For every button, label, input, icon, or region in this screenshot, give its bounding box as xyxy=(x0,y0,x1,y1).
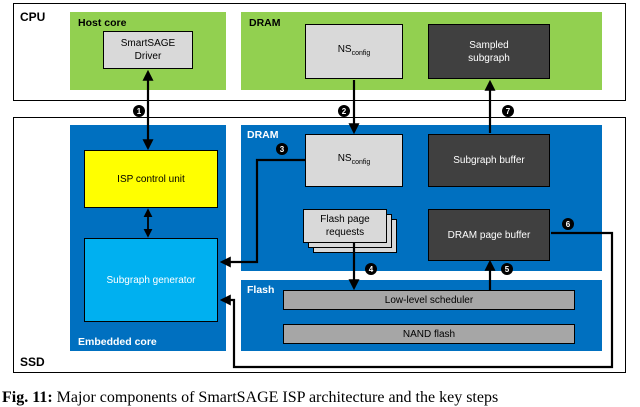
smartsage-driver-box: SmartSAGE Driver xyxy=(103,31,193,69)
driver-line1: SmartSAGE xyxy=(120,38,176,49)
flash-page-requests-box: Flash page requests xyxy=(303,209,387,243)
step-marker-7: 7 xyxy=(502,105,514,117)
ssd-dram-label: DRAM xyxy=(247,129,279,141)
arrow-step-3 xyxy=(219,158,305,268)
dram-page-buffer-box: DRAM page buffer xyxy=(428,209,550,261)
step-marker-6: 6 xyxy=(562,218,574,230)
subgraph-generator-box: Subgraph generator xyxy=(84,238,218,322)
host-core-label: Host core xyxy=(78,17,127,29)
ns-config-text: NSconfig xyxy=(337,44,371,57)
flash-label: Flash xyxy=(247,284,275,296)
flash-panel: Flash Low-level scheduler NAND flash xyxy=(241,280,602,351)
ns-config-text: NSconfig xyxy=(337,153,371,166)
arrow-step-6 xyxy=(219,231,614,369)
low-level-scheduler-box: Low-level scheduler xyxy=(283,290,575,310)
host-core-panel: Host core SmartSAGE Driver xyxy=(70,12,226,90)
figure-caption: Fig. 11: Major components of SmartSAGE I… xyxy=(2,389,498,407)
ssd-dram-panel: DRAM NSconfig Subgraph buffer Flash page… xyxy=(241,125,602,271)
step-marker-5: 5 xyxy=(501,263,513,275)
driver-line2: Driver xyxy=(134,51,162,62)
cpu-ns-config-box: NSconfig xyxy=(305,24,403,79)
cpu-dram-label: DRAM xyxy=(249,17,281,29)
embedded-core-label: Embedded core xyxy=(78,336,157,348)
cpu-dram-panel: DRAM NSconfig Sampled subgraph xyxy=(241,12,602,90)
step-marker-4: 4 xyxy=(365,263,377,275)
cpu-label: CPU xyxy=(20,10,46,24)
sampled-line1: Sampled xyxy=(469,39,509,51)
caption-text: Major components of SmartSAGE ISP archit… xyxy=(56,389,499,406)
isp-control-unit-box: ISP control unit xyxy=(84,150,218,208)
ssd-label: SSD xyxy=(20,355,45,369)
sampled-line2: subgraph xyxy=(468,52,510,64)
subgraph-buffer-box: Subgraph buffer xyxy=(428,134,550,187)
step-marker-3: 3 xyxy=(276,143,288,155)
caption-figure-number: Fig. 11: xyxy=(2,389,53,406)
sampled-subgraph-box: Sampled subgraph xyxy=(428,24,550,79)
nand-flash-box: NAND flash xyxy=(283,324,575,344)
step-marker-1: 1 xyxy=(133,105,145,117)
step-marker-2: 2 xyxy=(338,105,350,117)
embedded-core-panel: Embedded core ISP control unit Subgraph … xyxy=(70,125,226,351)
ssd-ns-config-box: NSconfig xyxy=(305,134,403,187)
